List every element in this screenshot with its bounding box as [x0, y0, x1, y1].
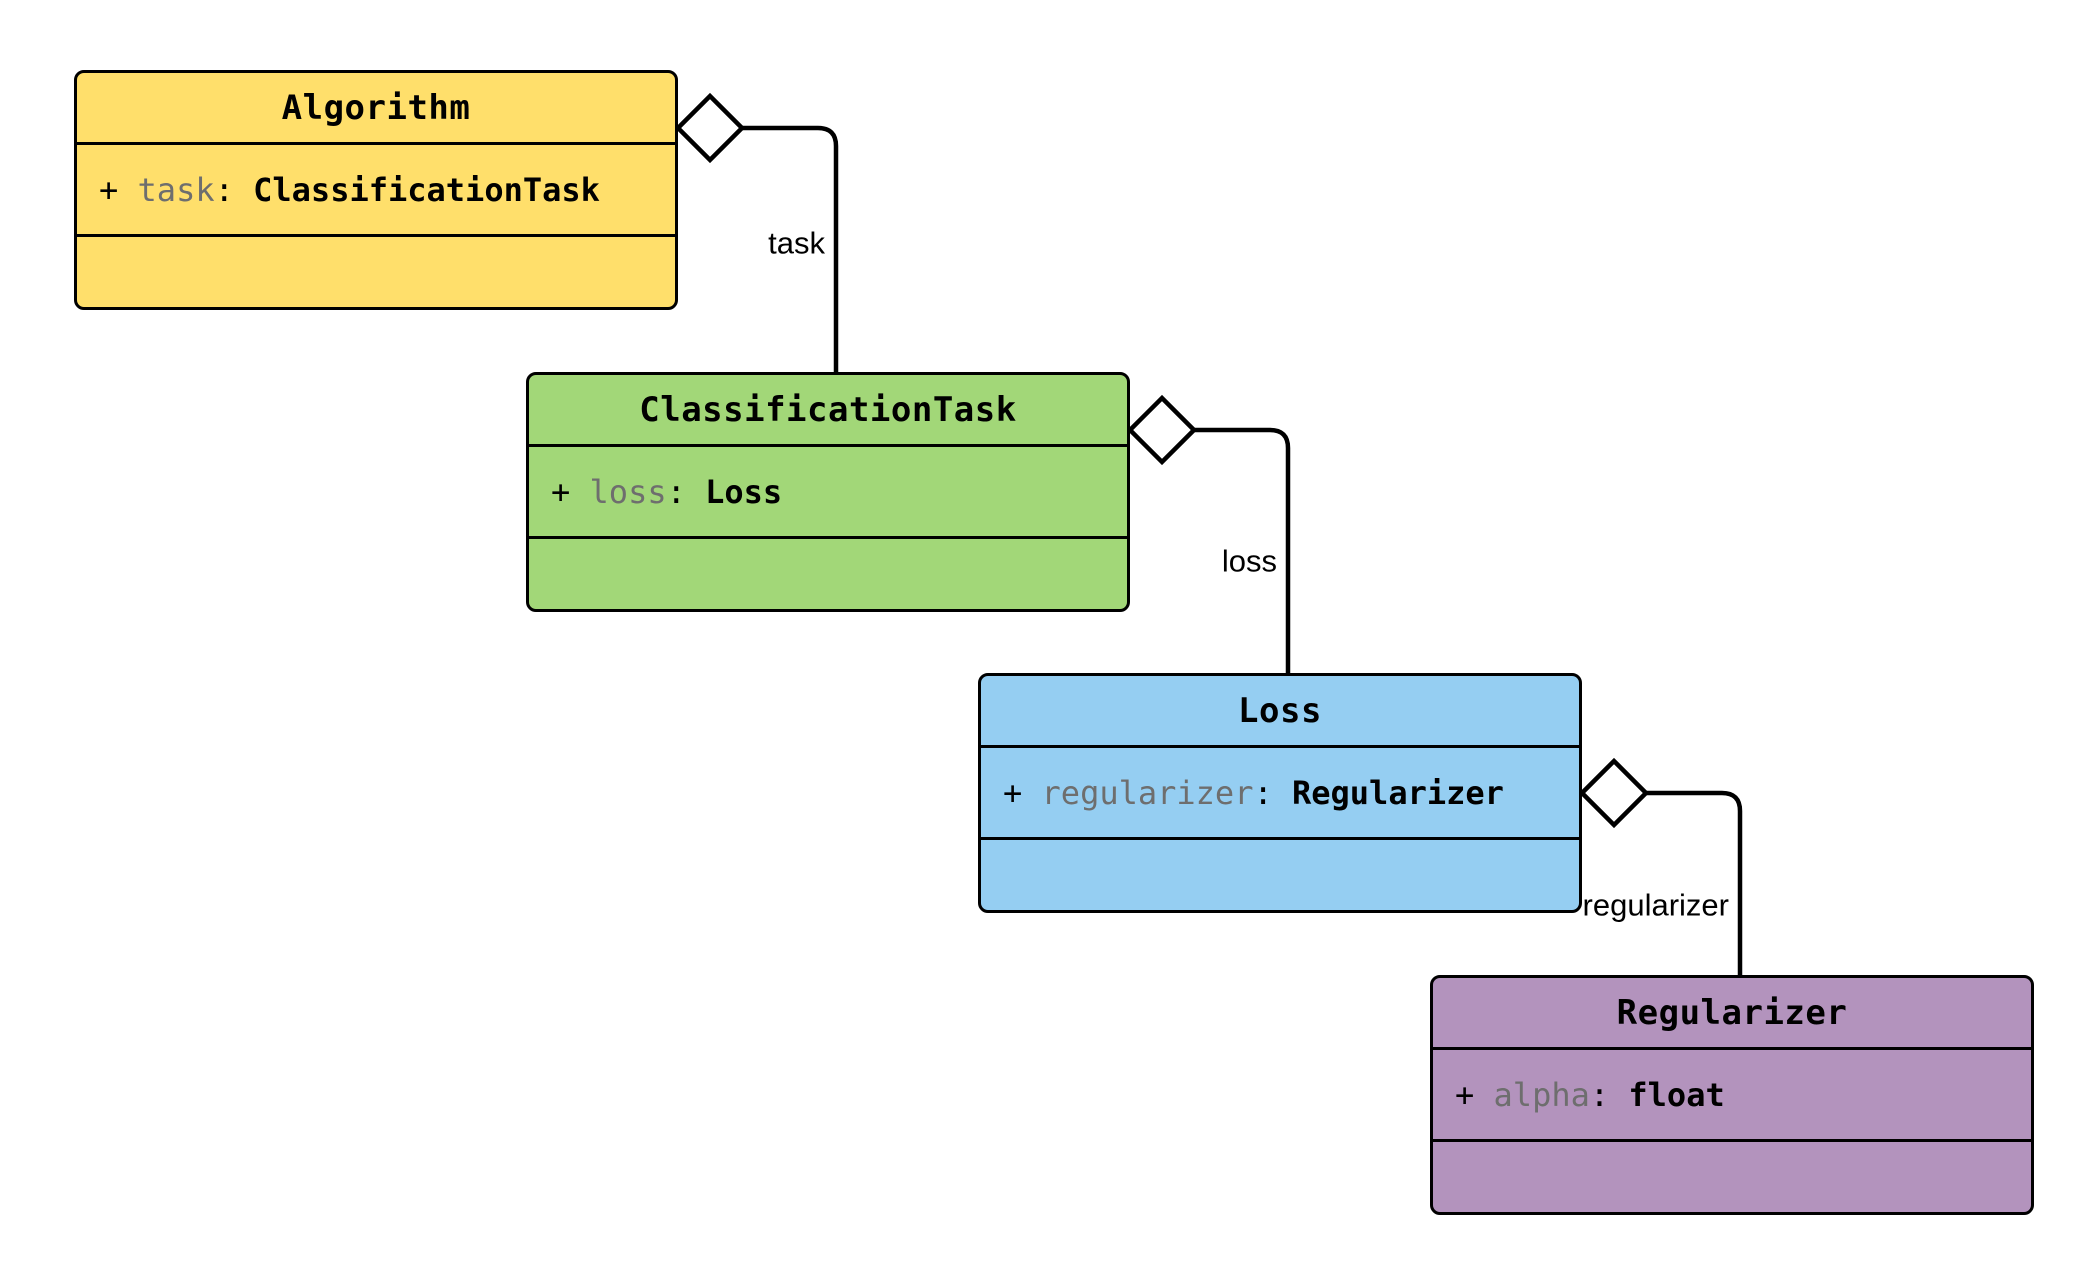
aggregation-diamond-algorithm [674, 92, 746, 164]
uml-class-regularizer[interactable]: Regularizer + alpha: float [1430, 975, 2034, 1215]
uml-methods-compartment-regularizer [1433, 1142, 2031, 1211]
attribute-separator: : [214, 170, 234, 209]
attribute-separator: : [666, 472, 686, 511]
attribute-name: loss [589, 472, 667, 511]
edge-label-regularizer: regularizer [1579, 887, 1732, 923]
edge-label-task: task [765, 225, 828, 261]
edge-loss-regularizer [1578, 757, 1743, 975]
uml-methods-compartment-algorithm [77, 237, 675, 306]
uml-methods-compartment-classification-task [529, 539, 1127, 608]
uml-attribute-row: + regularizer: Regularizer [1003, 773, 1579, 813]
attribute-visibility: + [551, 472, 571, 511]
uml-class-loss[interactable]: Loss + regularizer: Regularizer [978, 673, 1582, 913]
uml-methods-compartment-loss [981, 840, 1579, 909]
attribute-name: task [137, 170, 215, 209]
uml-attributes-compartment-algorithm: + task: ClassificationTask [77, 145, 675, 237]
uml-class-title-regularizer: Regularizer [1433, 978, 2031, 1050]
uml-attribute-row: + loss: Loss [551, 472, 1127, 512]
uml-attributes-compartment-regularizer: + alpha: float [1433, 1050, 2031, 1142]
uml-class-algorithm[interactable]: Algorithm + task: ClassificationTask [74, 70, 678, 310]
attribute-visibility: + [99, 170, 119, 209]
edge-label-loss: loss [1218, 543, 1280, 579]
uml-attribute-row: + alpha: float [1455, 1075, 2031, 1115]
attribute-type: Loss [705, 472, 783, 511]
attribute-name: regularizer [1041, 773, 1254, 812]
uml-class-title-algorithm: Algorithm [77, 73, 675, 145]
attribute-visibility: + [1455, 1075, 1475, 1114]
uml-attributes-compartment-classification-task: + loss: Loss [529, 447, 1127, 539]
attribute-type: Regularizer [1291, 773, 1504, 812]
attribute-visibility: + [1003, 773, 1023, 812]
uml-class-classification-task[interactable]: ClassificationTask + loss: Loss [526, 372, 1130, 612]
attribute-type: ClassificationTask [253, 170, 600, 209]
uml-attributes-compartment-loss: + regularizer: Regularizer [981, 748, 1579, 840]
edge-classificationtask-loss [1126, 394, 1291, 673]
attribute-separator: : [1589, 1075, 1610, 1114]
attribute-separator: : [1253, 773, 1273, 812]
uml-class-title-classification-task: ClassificationTask [529, 375, 1127, 447]
aggregation-diamond-classificationtask [1126, 394, 1198, 466]
uml-attribute-row: + task: ClassificationTask [99, 170, 675, 210]
uml-class-title-loss: Loss [981, 676, 1579, 748]
attribute-name: alpha [1493, 1075, 1590, 1114]
aggregation-diamond-loss [1578, 757, 1650, 829]
edge-line-loss-regularizer [1646, 790, 1743, 975]
attribute-type: float [1628, 1075, 1725, 1114]
